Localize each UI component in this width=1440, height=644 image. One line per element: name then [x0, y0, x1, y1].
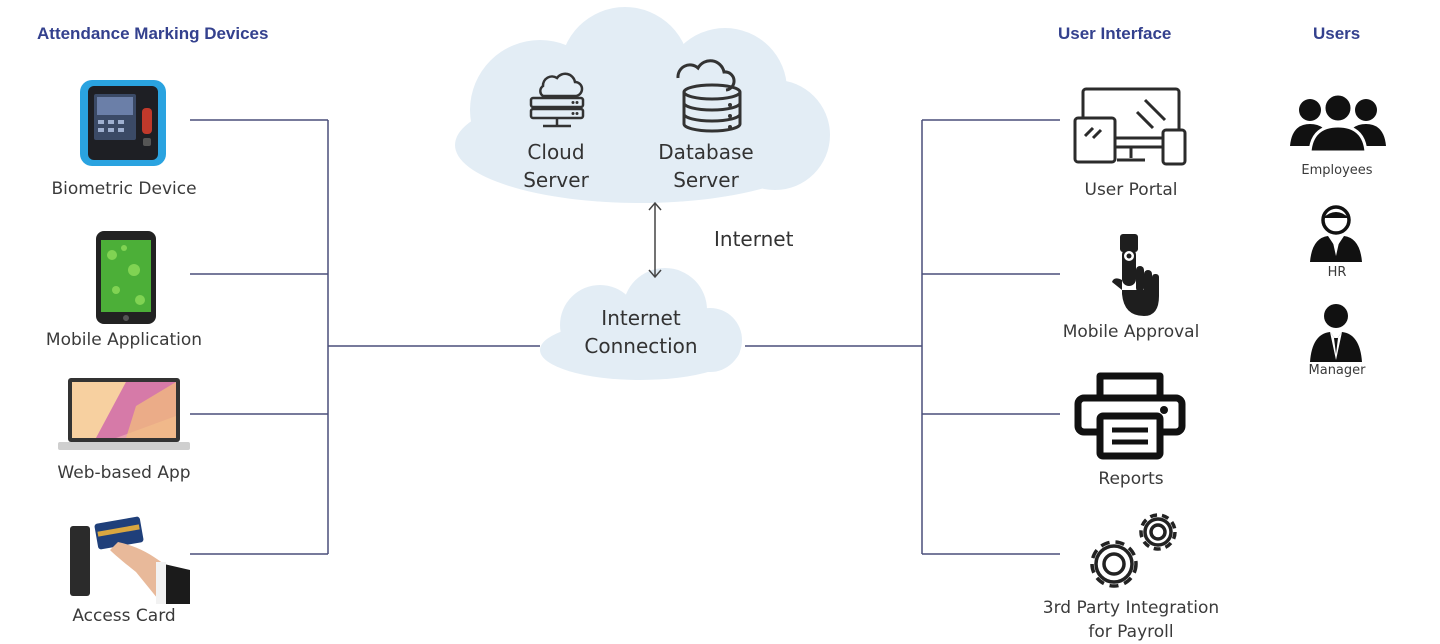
mobile-phone-icon — [96, 231, 156, 324]
database-server-icon — [676, 59, 742, 133]
left-connector — [190, 119, 540, 555]
laptop-icon — [58, 378, 190, 450]
database-server-label: Database Server — [658, 140, 754, 192]
ui-label-mobile-approval: Mobile Approval — [1062, 322, 1200, 342]
cloud-shape-bottom — [540, 268, 742, 380]
ui-label-reports: Reports — [1098, 469, 1164, 489]
ui-label-3rd-party: 3rd Party Integration for Payroll — [1042, 598, 1220, 642]
biometric-device-icon — [80, 80, 166, 166]
device-label-mobile: Mobile Application — [45, 330, 203, 350]
ui-label-user-portal: User Portal — [1084, 180, 1178, 200]
right-connector — [745, 119, 1060, 555]
monitor-devices-icon — [1073, 87, 1187, 166]
header-user-interface: User Interface — [1058, 24, 1172, 43]
group-icon — [1290, 92, 1386, 152]
internet-arrow — [648, 201, 662, 279]
user-label-hr: HR — [1327, 265, 1347, 280]
printer-icon — [1074, 372, 1186, 460]
device-label-access-card: Access Card — [72, 606, 176, 626]
device-label-web: Web-based App — [57, 463, 191, 483]
manager-person-icon — [1310, 304, 1362, 362]
cloud-server-label: Cloud Server — [523, 140, 589, 192]
header-devices: Attendance Marking Devices — [37, 24, 269, 43]
gears-icon — [1090, 513, 1177, 588]
user-label-manager: Manager — [1308, 363, 1366, 378]
hr-person-icon — [1310, 205, 1362, 262]
user-label-employees: Employees — [1301, 163, 1373, 178]
touch-finger-icon — [1112, 234, 1159, 316]
access-card-icon — [70, 516, 190, 604]
internet-connection-label: Internet Connection — [584, 306, 698, 358]
header-users: Users — [1313, 24, 1361, 43]
cloud-server-icon — [529, 72, 585, 128]
cloud-shape-top — [455, 7, 830, 203]
internet-link-label: Internet — [714, 227, 794, 251]
device-label-biometric: Biometric Device — [51, 179, 197, 199]
